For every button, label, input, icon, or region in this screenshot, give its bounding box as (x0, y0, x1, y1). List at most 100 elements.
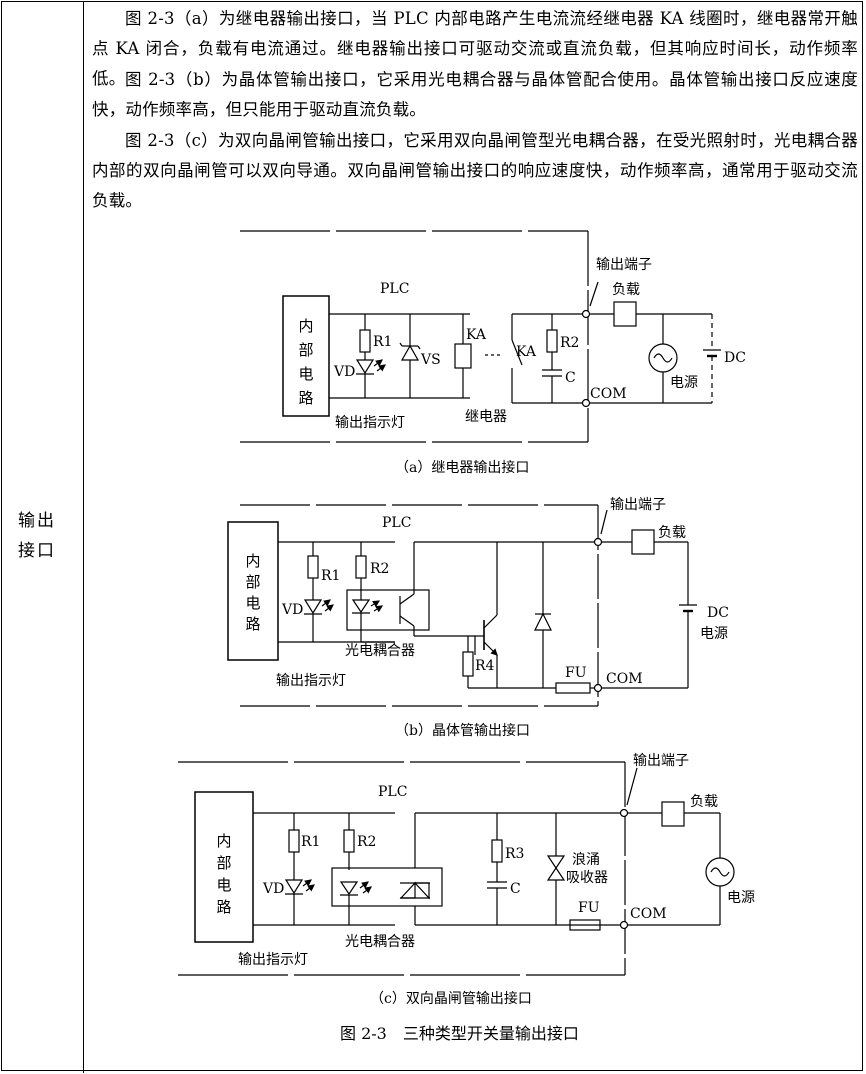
diagram-label: VD (333, 364, 355, 380)
internal-circuit-box-c (194, 791, 254, 943)
load-box-b (631, 529, 655, 555)
resistor-r3-c (491, 839, 503, 863)
column-divider (83, 1, 84, 1073)
diagram-label: KA (516, 344, 537, 360)
diagram-label: 路 (216, 898, 231, 916)
diagram-label: COM (590, 386, 627, 402)
figure-2-3: PLC 内 部 电 路 R1 VD VS KA KA R2 C 输出指示灯 继电… (178, 230, 755, 1043)
diagram-label: 电 (245, 594, 260, 612)
resistor-r2-b (355, 555, 367, 579)
resistor-r4 (462, 651, 474, 677)
com-terminal-c (619, 920, 629, 930)
paragraph-triac: 图 2-3（c）为双向晶闸管输出接口，它采用双向晶闸管型光电耦合器，在受光照射时… (92, 131, 858, 210)
diagram-label: 电源 (670, 375, 698, 391)
diagram-label: 吸收器 (566, 870, 608, 886)
diagram-label: 电源 (700, 626, 728, 642)
diagram-label: 路 (298, 389, 313, 407)
diagram-label: 内 (245, 552, 260, 570)
label-plc-c: PLC (378, 784, 407, 800)
label-plc-b: PLC (382, 515, 411, 531)
figure-caption: 图 2-3 三种类型开关量输出接口 (340, 1024, 579, 1043)
relay-contact-ka (511, 339, 523, 366)
zener-vs (400, 344, 420, 361)
diagram-label: 电 (298, 365, 313, 383)
diode-b (534, 612, 552, 631)
label-coupler-c: 光电耦合器 (345, 934, 415, 950)
resistor-r2-c (343, 829, 355, 853)
fuse-fu-b (555, 682, 591, 694)
paragraph-transistor: 图 2-3（b）为晶体管输出接口，它采用光电耦合器与晶体管配合使用。晶体管输出接… (92, 70, 858, 119)
diagram-label: 负载 (658, 525, 686, 541)
diagram-label: 电 (216, 876, 231, 894)
diagram-label: R2 (560, 335, 579, 351)
label-relay: 继电器 (465, 409, 507, 425)
led-vd (355, 359, 375, 375)
row-label-line-2: 接口 (18, 541, 56, 561)
label-indicator-b: 输出指示灯 (276, 673, 346, 689)
label-terminal-b: 输出端子 (610, 497, 666, 513)
diagram-label: R2 (357, 834, 376, 850)
resistor-r1-b (307, 555, 319, 579)
diagram-label: FU (565, 665, 587, 681)
diagram-label: 电源 (727, 890, 755, 906)
row-label-line-1: 输出 (18, 511, 56, 531)
diagram-label: C (510, 881, 521, 897)
fuse-fu-c (569, 919, 601, 931)
diagram-label: 路 (245, 615, 260, 633)
output-terminal-b (593, 537, 603, 547)
diagram-label: R3 (505, 846, 524, 862)
diagram-label: 负载 (612, 282, 640, 298)
diagram-label: DC (707, 605, 729, 621)
label-plc-a: PLC (380, 281, 409, 297)
diagram-label: 部 (298, 341, 313, 359)
label-terminal-a: 输出端子 (596, 257, 652, 273)
com-terminal-a (581, 398, 591, 408)
diagram-label: COM (630, 906, 667, 922)
resistor-r1 (359, 329, 371, 353)
caption-c: （c）双向晶闸管输出接口 (370, 990, 532, 1007)
optocoupler-c (331, 867, 443, 907)
load-box (613, 301, 637, 327)
diagram-label: 内 (216, 832, 231, 850)
label-indicator-a: 输出指示灯 (335, 415, 405, 431)
diagram-label: DC (724, 350, 746, 366)
diagram-label: COM (606, 671, 643, 687)
diagram-relay-output (240, 230, 721, 443)
internal-circuit-box (282, 295, 330, 417)
resistor-r1-c (288, 829, 300, 853)
diagram-label: VD (281, 602, 303, 618)
surge-absorber (546, 855, 566, 870)
internal-circuit-box-b (227, 521, 279, 661)
diagram-label: KA (466, 327, 487, 343)
com-terminal-b (593, 683, 603, 693)
diagram-label: 部 (245, 573, 260, 591)
optocoupler-b (346, 589, 430, 631)
diagram-label: R2 (370, 561, 389, 577)
diagram-label: 内 (298, 317, 313, 335)
diagram-label: 部 (216, 854, 231, 872)
caption-b: （b）晶体管输出接口 (395, 722, 530, 739)
label-coupler-b: 光电耦合器 (345, 643, 415, 659)
row-label: 输出 接口 (18, 506, 68, 566)
output-terminal-c (619, 808, 629, 818)
diagram-triac-output (178, 761, 735, 976)
relay-coil-ka (454, 343, 472, 369)
diagram-label: R1 (301, 834, 320, 850)
diagram-label: R4 (475, 658, 495, 674)
paragraph-relay: 图 2-3（a）为继电器输出接口，当 PLC 内部电路产生电流流经继电器 KA … (92, 9, 858, 88)
label-indicator-c: 输出指示灯 (238, 952, 308, 968)
diagram-label: 负载 (690, 794, 718, 810)
diagram-label: R1 (321, 568, 340, 584)
diagram-label: FU (578, 900, 600, 916)
load-box-c (661, 801, 685, 827)
diagram-label: R1 (373, 334, 392, 350)
diagram-transistor-output (227, 504, 697, 707)
label-terminal-c: 输出端子 (633, 753, 689, 769)
resistor-r2 (546, 329, 558, 353)
diagram-label: 浪涌 (572, 852, 600, 868)
diagram-label: VS (420, 352, 441, 368)
diagram-label: VD (262, 881, 284, 897)
caption-a: （a）继电器输出接口 (395, 459, 529, 476)
output-terminal-a (581, 309, 591, 319)
